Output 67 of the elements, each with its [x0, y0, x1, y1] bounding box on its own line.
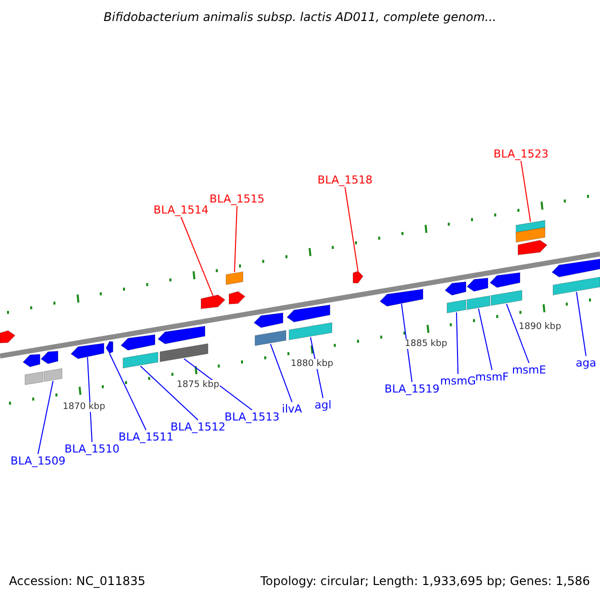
gene-label: BLA_1514 [154, 204, 208, 216]
gene-feature [552, 258, 600, 278]
footer-text: Accession: NC_011835 [9, 574, 146, 588]
leader-line [456, 312, 458, 374]
gene-label: BLA_1511 [118, 430, 174, 444]
gene-feature [22, 354, 40, 368]
gene-label: BLA_1518 [318, 174, 372, 186]
leader-line [344, 186, 358, 272]
gene-label: msmE [512, 364, 546, 376]
gene-feature [286, 304, 330, 322]
gene-label: BLA_1513 [224, 410, 280, 424]
leader-line [234, 206, 238, 273]
scale-label: 1885 kbp [404, 339, 448, 349]
gene-label: BLA_1510 [64, 442, 120, 456]
scale-label: 1890 kbp [518, 322, 562, 332]
leader-line [109, 352, 146, 430]
gene-feature [380, 288, 424, 307]
title: Bifidobacterium animalis subsp. lactis AD011, complete genom... [102, 10, 498, 24]
gene-block [466, 295, 490, 310]
gene-feature [254, 312, 284, 328]
gene-block [254, 330, 286, 346]
gene-label: BLA_1519 [384, 382, 440, 396]
gene-feature [518, 240, 548, 256]
gene-feature [490, 272, 520, 288]
gene-block [44, 368, 62, 382]
gene-block [446, 299, 466, 314]
gene-feature [158, 326, 206, 344]
gene-feature [444, 281, 466, 296]
gene-feature [0, 330, 16, 344]
gene-feature [228, 291, 246, 304]
gene-feature [352, 270, 364, 284]
gene-block [160, 343, 208, 362]
gene-label: ilvA [282, 402, 302, 416]
gene-feature [40, 350, 58, 364]
footer-text: Topology: circular; Length: 1,933,695 bp; Genes: 1,586 [260, 574, 590, 588]
gene-block [24, 371, 44, 386]
leader-line [270, 344, 292, 402]
leader-line [506, 303, 530, 364]
scale-label: 1880 kbp [290, 359, 334, 369]
gene-block [226, 271, 244, 285]
leader-line [478, 308, 492, 370]
leader-line [576, 292, 586, 356]
leader-line [180, 216, 214, 296]
leader-line [520, 160, 531, 222]
gene-label: BLA_1523 [494, 148, 548, 160]
gene-feature [120, 334, 156, 351]
gene-block [552, 276, 600, 296]
leader-line [184, 358, 252, 410]
gene-label: aga [576, 356, 596, 370]
gene-feature [466, 278, 488, 292]
gene-block [490, 290, 522, 306]
scale-label: 1870 kbp [62, 402, 106, 412]
gene-block [516, 227, 546, 243]
gene-block [288, 322, 332, 340]
leader-line [310, 336, 324, 398]
gene-feature [200, 294, 226, 310]
leader-line [87, 356, 92, 442]
gene-label: msmG [440, 374, 476, 388]
gene-block [122, 352, 158, 368]
gene-label: agl [314, 398, 332, 412]
scale-label: 1875 kbp [176, 380, 220, 390]
gene-label: BLA_1512 [170, 420, 226, 434]
leader-line [38, 380, 54, 454]
gene-label: msmF [475, 370, 509, 384]
gene-label: BLA_1515 [210, 192, 264, 206]
gene-label: BLA_1509 [10, 454, 66, 468]
leader-line [401, 303, 412, 382]
